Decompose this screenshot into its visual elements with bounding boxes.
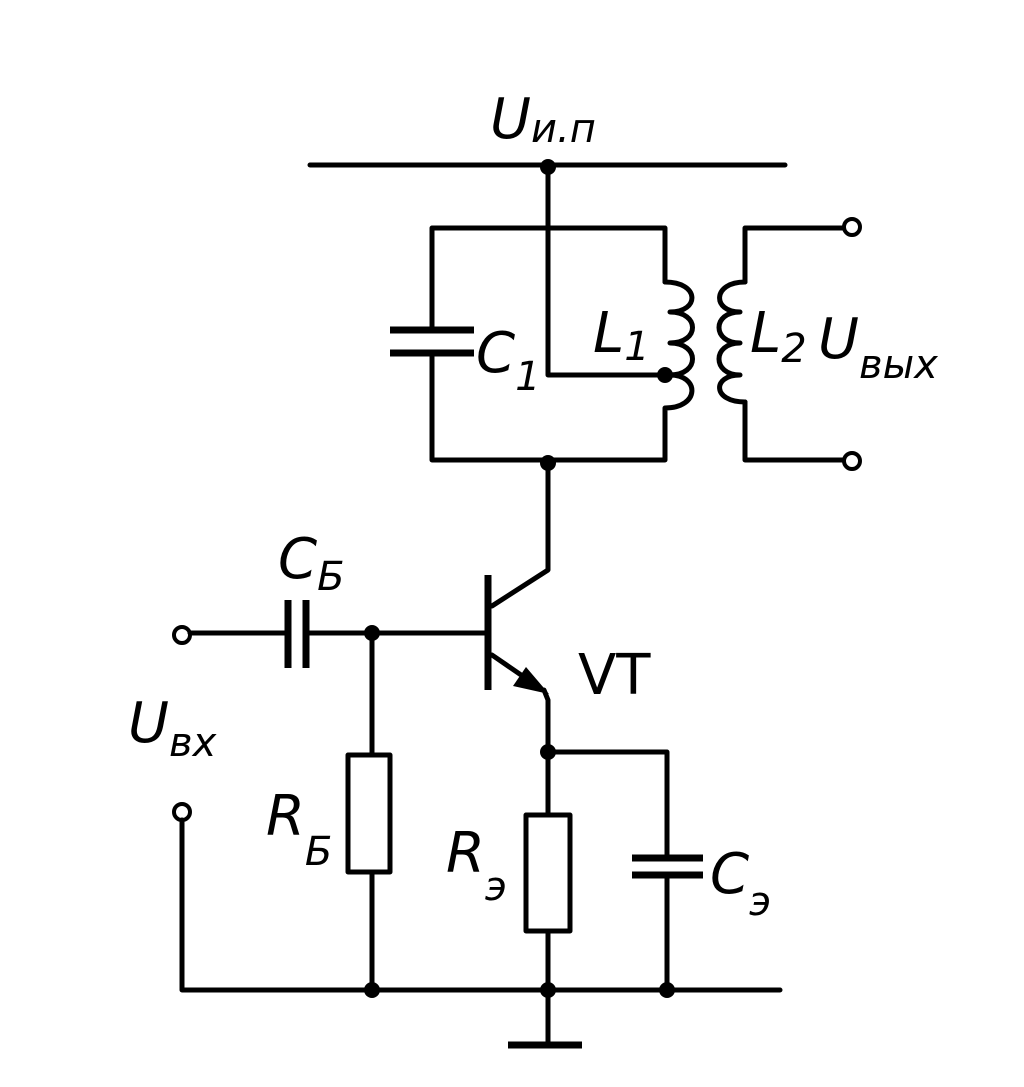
- input-terminal-top: [172, 625, 192, 645]
- tank-top-wire: [429, 225, 668, 333]
- l2-coil: [716, 279, 748, 405]
- ground-junction-rb: [364, 982, 380, 998]
- label-l2: L2: [750, 301, 807, 372]
- supply-to-l1-tap: [545, 164, 668, 378]
- label-ce: Cэ: [710, 842, 771, 925]
- collector-wire: [489, 460, 551, 609]
- emitter-arrow-icon: [513, 667, 549, 694]
- re-resistor: [523, 812, 573, 934]
- output-terminal-top: [842, 217, 862, 237]
- ground-rail: [179, 817, 783, 993]
- label-cb: CБ: [278, 527, 345, 600]
- label-uin: Uвх: [128, 691, 217, 766]
- label-uout: Uвых: [818, 307, 938, 388]
- l2-top-wire: [742, 225, 851, 285]
- l1-tap-junction: [657, 367, 673, 383]
- label-vt: VT: [578, 643, 651, 708]
- l2-bottom-wire: [742, 399, 851, 463]
- label-re: Rэ: [446, 821, 507, 910]
- label-c1: C1: [476, 321, 541, 400]
- ground-junction-ce: [659, 982, 675, 998]
- l1-coil: [662, 279, 695, 418]
- rb-resistor: [345, 752, 393, 875]
- label-rb: RБ: [266, 784, 332, 875]
- emitter-wire: [541, 687, 551, 758]
- label-l1: L1: [593, 301, 650, 370]
- label-supply: Uи.п: [490, 87, 596, 152]
- ce-top-wire: [545, 749, 670, 861]
- output-terminal-bottom: [842, 451, 862, 471]
